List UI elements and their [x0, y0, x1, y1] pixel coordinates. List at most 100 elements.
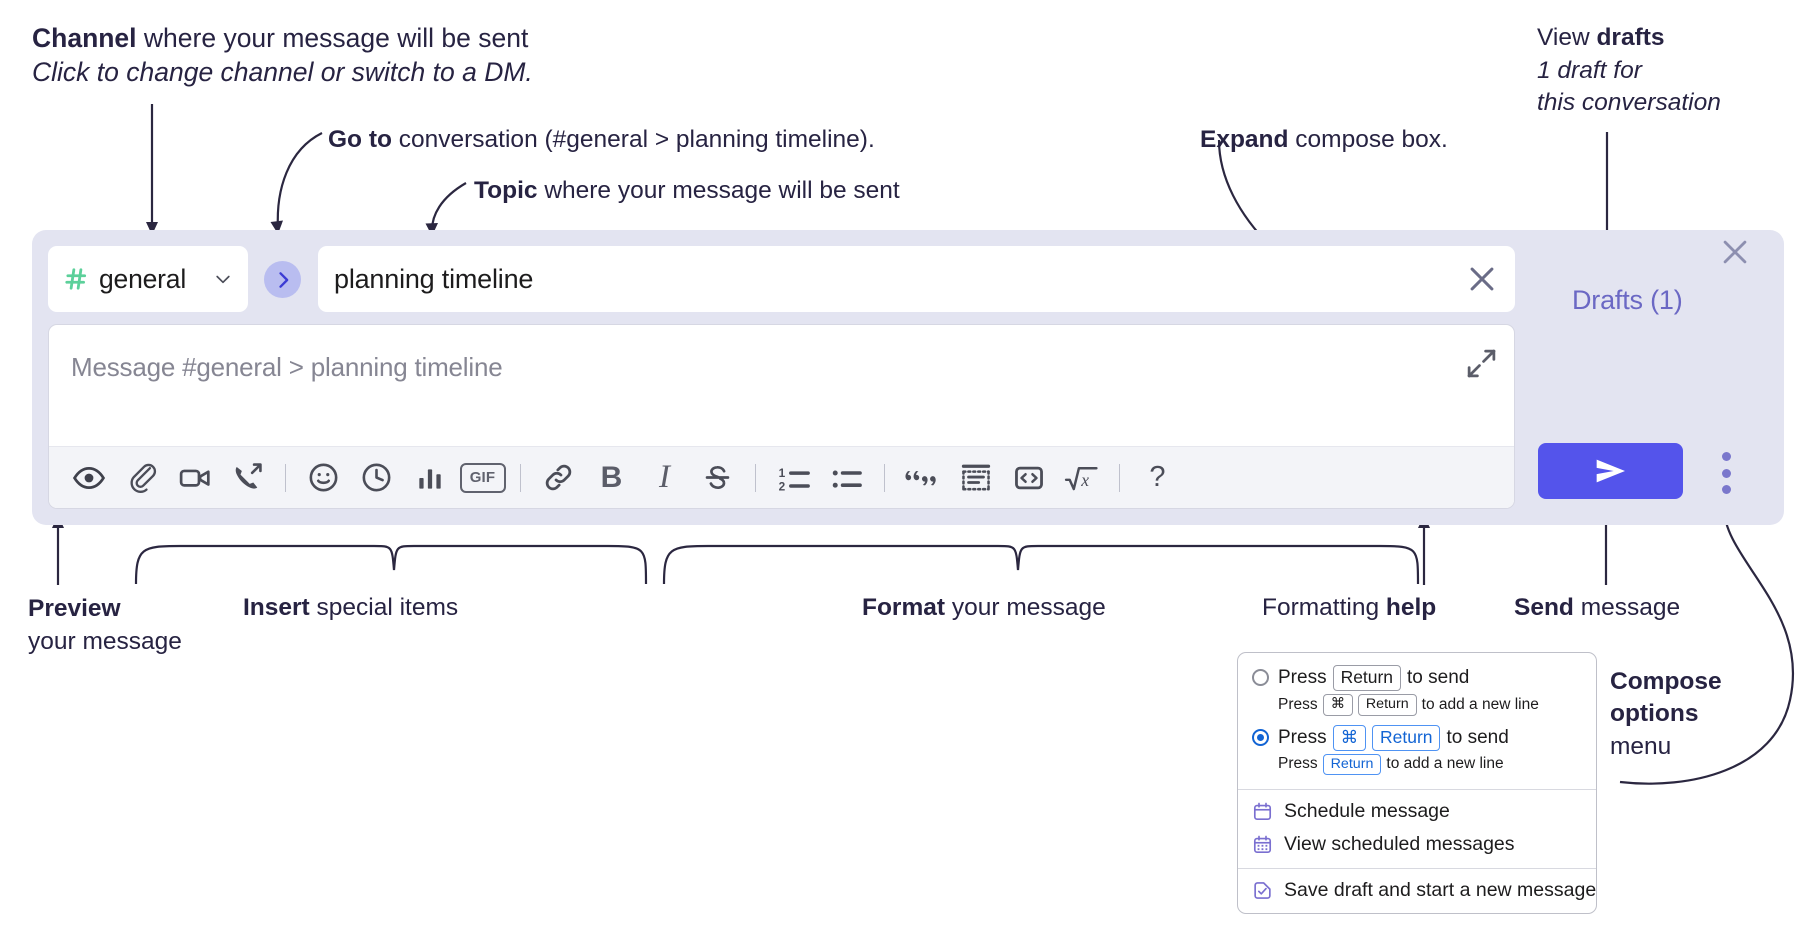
- chevron-down-icon: [216, 275, 230, 284]
- compose-options-menu: Press Return to send Press ⌘ Return to a…: [1237, 652, 1597, 915]
- formatting-toolbar: GIF B: [49, 446, 1514, 508]
- separator: [884, 463, 885, 492]
- radio1-word3: to send: [1446, 726, 1509, 748]
- help-icon[interactable]: ?: [1131, 456, 1184, 500]
- send-button[interactable]: [1538, 443, 1683, 499]
- blockquote-icon[interactable]: [896, 456, 949, 500]
- compose-panel: general planning timeline: [32, 230, 1784, 525]
- annotation-topic-bold: Topic: [474, 177, 538, 204]
- menu-divider: [1238, 789, 1596, 791]
- annotation-compose-bold2: options: [1610, 700, 1699, 728]
- radio0-word2: to send: [1407, 666, 1470, 688]
- radio-row-return-to-send[interactable]: Press Return to send: [1238, 663, 1596, 693]
- annotation-preview-bold: Preview: [28, 595, 121, 622]
- annotation-compose-options: Compose options menu: [1610, 666, 1722, 763]
- math-icon[interactable]: x: [1055, 456, 1108, 500]
- annotation-expand-rest: compose box.: [1288, 126, 1448, 153]
- annotation-insert: Insert special items: [243, 592, 458, 623]
- annotation-send-bold: Send: [1514, 594, 1574, 621]
- annotation-preview-line2: your message: [28, 628, 182, 656]
- annotation-goto: Go to conversation (#general > planning …: [328, 124, 875, 155]
- radio0-sub-word0: Press: [1278, 695, 1318, 713]
- inline-code-icon[interactable]: [1002, 456, 1055, 500]
- radio-return-label: Press Return to send: [1278, 665, 1469, 691]
- annotation-expand: Expand compose box.: [1200, 124, 1448, 155]
- channel-selector[interactable]: general: [48, 246, 248, 312]
- clock-icon[interactable]: [350, 456, 403, 500]
- topic-value: planning timeline: [334, 263, 534, 294]
- drafts-link[interactable]: Drafts (1): [1572, 285, 1683, 315]
- expand-diagonal-icon[interactable]: [1465, 347, 1498, 380]
- radio-return-to-send[interactable]: [1252, 669, 1269, 687]
- radio-sub-return: Press ⌘ Return to add a new line: [1238, 693, 1596, 723]
- strikethrough-icon[interactable]: [691, 456, 744, 500]
- annotation-format-rest: your message: [945, 594, 1106, 621]
- preview-icon[interactable]: [62, 456, 115, 500]
- attachment-icon[interactable]: [115, 456, 168, 500]
- annotation-help-pre: Formatting: [1262, 594, 1386, 621]
- menu-item-label: Schedule message: [1284, 800, 1450, 823]
- annotation-format-bold: Format: [862, 594, 946, 621]
- menu-item-label: View scheduled messages: [1284, 833, 1515, 856]
- svg-text:2: 2: [778, 479, 785, 493]
- annotation-channel: Channel where your message will be sent …: [32, 22, 533, 90]
- annotation-drafts-bold: drafts: [1596, 24, 1665, 51]
- separator: [285, 463, 286, 492]
- more-vertical-icon[interactable]: [1715, 452, 1737, 494]
- radio1-sub-word0: Press: [1278, 755, 1318, 773]
- paper-plane-icon: [1596, 459, 1625, 483]
- code-block-icon[interactable]: [949, 456, 1002, 500]
- video-camera-icon[interactable]: [168, 456, 221, 500]
- emoji-icon[interactable]: [297, 456, 350, 500]
- annotation-channel-bold: Channel: [32, 23, 137, 53]
- radio1-sub-word2: to add a new line: [1386, 755, 1504, 773]
- radio0-word0: Press: [1278, 666, 1327, 688]
- annotation-formatting-help: Formatting help: [1262, 592, 1436, 623]
- separator: [520, 463, 521, 492]
- chevron-right-icon: [278, 271, 288, 288]
- compose-header-row: general planning timeline: [48, 246, 1515, 312]
- gif-icon[interactable]: GIF: [456, 456, 509, 500]
- annotation-drafts-pre: View: [1537, 24, 1597, 51]
- menu-item-view-scheduled-messages[interactable]: View scheduled messages: [1238, 828, 1596, 861]
- annotation-insert-bold: Insert: [243, 594, 310, 621]
- calendar-icon: [1253, 802, 1272, 821]
- bold-icon[interactable]: B: [585, 456, 638, 500]
- topic-field[interactable]: planning timeline: [318, 246, 1515, 312]
- annotation-send: Send message: [1514, 592, 1680, 623]
- radio1-word0: Press: [1278, 726, 1327, 748]
- bar-chart-icon[interactable]: [403, 456, 456, 500]
- key-return: Return: [1322, 753, 1382, 776]
- phone-forward-icon[interactable]: [221, 456, 274, 500]
- bullet-list-icon[interactable]: [820, 456, 873, 500]
- link-icon[interactable]: [532, 456, 585, 500]
- radio-cmd-return-to-send[interactable]: [1252, 729, 1269, 747]
- annotation-goto-bold: Go to: [328, 126, 392, 153]
- annotation-expand-bold: Expand: [1200, 126, 1289, 153]
- ordered-list-icon[interactable]: 1 2: [767, 456, 820, 500]
- menu-item-schedule-message[interactable]: Schedule message: [1238, 795, 1596, 828]
- message-input-box[interactable]: Message #general > planning timeline: [48, 324, 1515, 509]
- annotation-topic-rest: where your message will be sent: [537, 177, 900, 204]
- key-return: Return: [1332, 665, 1402, 691]
- annotation-help-bold: help: [1385, 594, 1437, 621]
- radio-row-cmd-return-to-send[interactable]: Press ⌘ Return to send: [1238, 723, 1596, 753]
- radio-cmd-return-label: Press ⌘ Return to send: [1278, 724, 1509, 751]
- svg-text:1: 1: [778, 465, 785, 479]
- close-icon[interactable]: [1718, 235, 1752, 269]
- bold-label: B: [600, 460, 623, 494]
- hash-icon: [65, 268, 87, 290]
- menu-item-save-draft[interactable]: Save draft and start a new message: [1238, 874, 1596, 907]
- goto-conversation-button[interactable]: [264, 261, 301, 298]
- annotation-drafts: View drafts 1 draft for this conversatio…: [1537, 22, 1721, 120]
- annotation-preview: Preview your message: [28, 592, 182, 658]
- channel-name: general: [99, 263, 187, 294]
- help-label: ?: [1149, 461, 1166, 493]
- gif-label: GIF: [459, 462, 506, 493]
- separator: [1119, 463, 1120, 492]
- italic-icon[interactable]: I: [638, 456, 691, 500]
- annotation-compose-bold1: Compose: [1610, 668, 1722, 695]
- key-return: Return: [1372, 724, 1441, 751]
- close-icon[interactable]: [1465, 262, 1499, 296]
- svg-text:x: x: [1080, 470, 1089, 490]
